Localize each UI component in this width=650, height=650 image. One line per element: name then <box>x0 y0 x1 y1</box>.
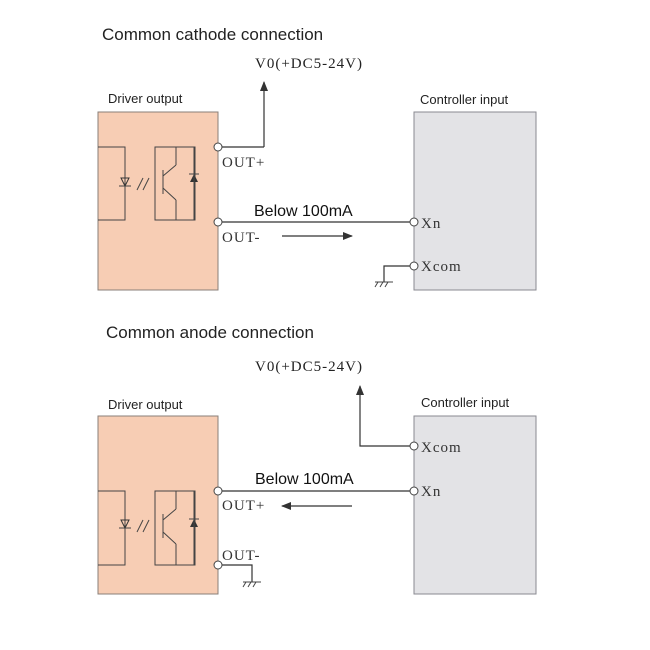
bottom-optocoupler <box>98 490 199 566</box>
top-out-minus-terminal <box>213 217 223 227</box>
bottom-out-minus-terminal <box>213 560 223 570</box>
bottom-light-arrow-icon <box>136 519 144 533</box>
bottom-ground-wire <box>218 564 253 582</box>
top-supply-label: V0(+DC5-24V) <box>255 56 363 72</box>
bottom-controller-input-label: Controller input <box>421 395 510 410</box>
common-anode-title: Common anode connection <box>106 323 314 342</box>
bottom-driver-output-box <box>97 415 219 595</box>
top-ground-wire <box>383 265 414 282</box>
top-light-arrow-icon <box>136 177 144 191</box>
top-xn-terminal <box>409 217 419 227</box>
bottom-out-plus-label: OUT+ <box>222 498 265 514</box>
top-controller-input-label: Controller input <box>420 92 509 107</box>
bottom-xcom-terminal <box>409 441 419 451</box>
bottom-xcom-label: Xcom <box>421 440 462 456</box>
bottom-driver-output-label: Driver output <box>108 397 183 412</box>
common-cathode-title: Common cathode connection <box>102 25 323 44</box>
bottom-supply-label: V0(+DC5-24V) <box>255 359 363 375</box>
top-xcom-terminal <box>409 261 419 271</box>
bottom-xn-terminal <box>409 486 419 496</box>
bottom-ground-icon <box>242 581 261 588</box>
top-controller-input-box <box>413 111 537 291</box>
bottom-current-label: Below 100mA <box>255 471 354 488</box>
top-out-plus-terminal <box>213 142 223 152</box>
bottom-led-icon <box>120 519 130 530</box>
top-out-plus-label: OUT+ <box>222 155 265 171</box>
top-led-icon <box>120 177 130 188</box>
top-ground-icon <box>374 281 393 288</box>
top-xcom-label: Xcom <box>421 259 462 275</box>
common-cathode-section: Common cathode connection V0(+DC5-24V) D… <box>97 25 537 291</box>
bottom-out-minus-label: OUT- <box>222 548 260 564</box>
top-optocoupler <box>98 146 199 221</box>
bottom-xcom-supply-wire <box>356 385 414 447</box>
bottom-xn-label: Xn <box>421 484 441 500</box>
top-driver-output-label: Driver output <box>108 91 183 106</box>
top-xn-label: Xn <box>421 216 441 232</box>
top-out-minus-label: OUT- <box>222 230 260 246</box>
top-driver-output-box <box>97 111 219 291</box>
bottom-out-plus-terminal <box>213 486 223 496</box>
common-anode-section: Common anode connection V0(+DC5-24V) Dri… <box>97 323 537 595</box>
top-current-label: Below 100mA <box>254 203 353 220</box>
bottom-controller-input-box <box>413 415 537 595</box>
